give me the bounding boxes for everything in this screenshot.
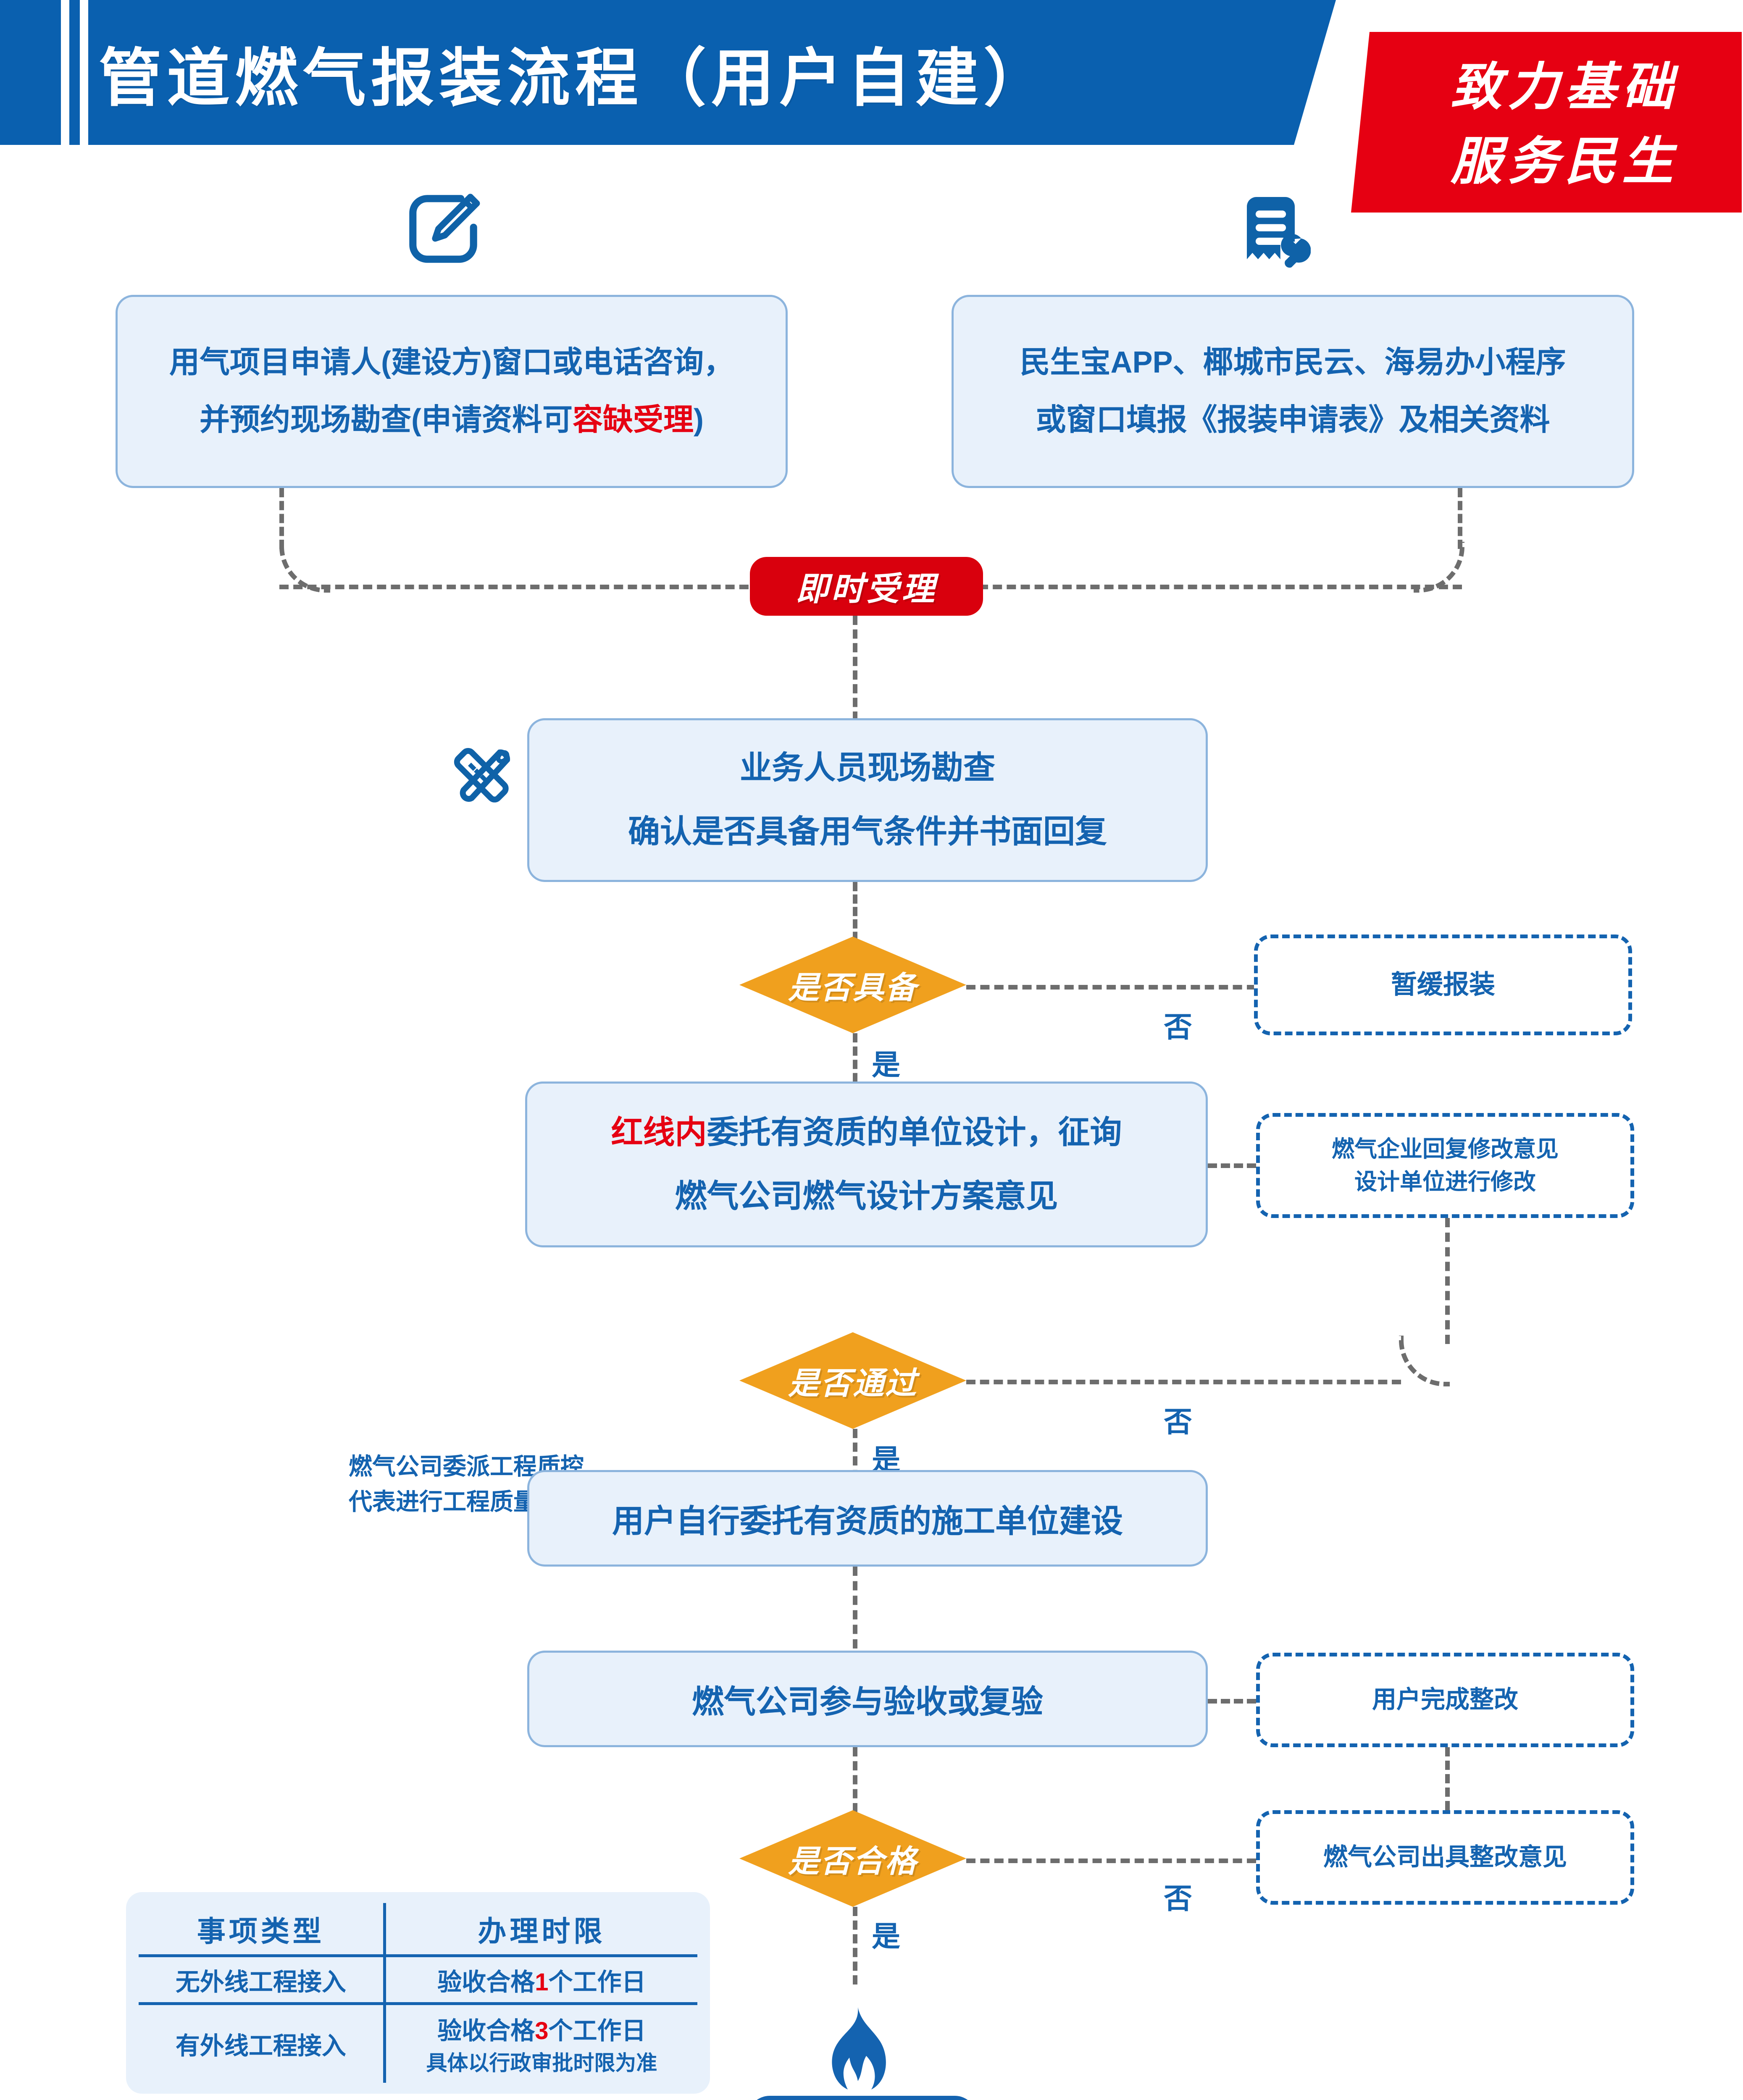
table-header-row: 事项类型 办理时限 [139, 1903, 697, 1958]
header-slogan: 致力基础 服务民生 [1399, 46, 1731, 202]
survey-line-1: 业务人员现场勘查 [740, 750, 995, 786]
slogan-line-1: 致力基础 [1451, 56, 1679, 117]
label-d2-no: 否 [1164, 1406, 1193, 1438]
limit-2-a: 验收合格 [437, 2017, 535, 2045]
status-badge-instant-accept: 即时受理 [750, 557, 983, 616]
connector-inspect-to-d3 [853, 1747, 857, 1812]
design-line-1-rest: 委托有资质的单位设计，征询 [707, 1114, 1122, 1150]
limit-1-a: 验收合格 [437, 1968, 535, 1996]
connector-inspect-to-userfix [1208, 1699, 1256, 1704]
label-d3-yes: 是 [872, 1921, 901, 1953]
table-cell-type-2: 有外线工程接入 [139, 2002, 386, 2083]
user-fix-box: 用户完成整改 [1256, 1653, 1634, 1747]
design-box: 红线内委托有资质的单位设计，征询 燃气公司燃气设计方案意见 [525, 1082, 1208, 1247]
limit-2-sub: 具体以行政审批时限为准 [426, 2051, 657, 2075]
table-cell-limit-1: 验收合格1个工作日 [384, 1956, 697, 2003]
connector-right-across [979, 585, 1462, 589]
connector-d2-yes [853, 1429, 857, 1507]
apply-right-box: 民生宝APP、椰城市民云、海易办小程序 或窗口填报《报装申请表》及相关资料 [952, 295, 1634, 488]
header-red-flag [1351, 32, 1742, 213]
connector-revise-to-d2 [966, 1380, 1401, 1384]
connector-left-down [279, 488, 284, 549]
connector-revise-down [1445, 1218, 1450, 1344]
connector-survey-to-d1 [853, 882, 857, 953]
final-badge-connect-gas: 接驳通气 [748, 2096, 977, 2100]
table-row: 无外线工程接入 验收合格1个工作日 [139, 1956, 697, 2004]
apply-left-highlight: 容缺受理 [573, 403, 694, 437]
limit-2-b: 个工作日 [548, 2017, 646, 2045]
table-row: 有外线工程接入 验收合格3个工作日 具体以行政审批时限为准 [139, 2002, 697, 2083]
connector-d1-yes [853, 1033, 857, 1109]
table-cell-limit-2: 验收合格3个工作日 具体以行政审批时限为准 [384, 2002, 697, 2083]
edit-pencil-square-icon [403, 189, 483, 269]
design-line-2: 燃气公司燃气设计方案意见 [675, 1178, 1058, 1214]
header-stripe-1 [61, 0, 69, 145]
decision-pass: 是否通过 [739, 1332, 966, 1429]
connector-accept-to-survey [853, 616, 857, 721]
apply-left-l2a: 并预约现场勘查( [200, 403, 421, 437]
table-header-type: 事项类型 [139, 1903, 386, 1958]
apply-left-l2d: ) [694, 403, 704, 437]
apply-left-line-1: 用气项目申请人(建设方)窗口或电话咨询， [169, 346, 734, 380]
construct-note-line-2: 代表进行工程质量监督 [349, 1488, 584, 1515]
connector-left-across [279, 585, 762, 589]
header-stripe-2 [80, 0, 88, 145]
connector-construct-to-inspect [853, 1567, 857, 1648]
form-wrench-icon [1231, 189, 1311, 269]
decision-qualify: 是否具备 [739, 937, 966, 1033]
process-time-table: 事项类型 办理时限 无外线工程接入 验收合格1个工作日 有外线工程接入 验收合格… [126, 1892, 710, 2094]
connector-right-down [1458, 488, 1462, 549]
design-highlight: 红线内 [611, 1114, 707, 1150]
ruler-pencil-icon [445, 739, 519, 813]
postpone-box: 暂缓报装 [1254, 934, 1632, 1035]
construct-box: 用户自行委托有资质的施工单位建设 [527, 1470, 1208, 1567]
label-d1-yes: 是 [872, 1049, 901, 1081]
apply-left-line-2: 并预约现场勘查(申请资料可容缺受理) [200, 391, 704, 449]
connector-userfix-to-opinion [1445, 1747, 1450, 1810]
table-header-limit: 办理时限 [384, 1903, 697, 1958]
label-d1-no: 否 [1164, 1011, 1193, 1043]
apply-right-line-2: 或窗口填报《报装申请表》及相关资料 [1036, 403, 1550, 437]
revise-line-2: 设计单位进行修改 [1354, 1169, 1536, 1194]
label-d3-no: 否 [1164, 1883, 1193, 1915]
inspect-box: 燃气公司参与验收或复验 [527, 1651, 1208, 1747]
connector-d1-no [966, 985, 1256, 990]
connector-design-to-revise [1208, 1163, 1256, 1168]
revise-box: 燃气企业回复修改意见 设计单位进行修改 [1256, 1113, 1634, 1218]
revise-line-1: 燃气企业回复修改意见 [1332, 1136, 1559, 1162]
survey-line-2: 确认是否具备用气条件并书面回复 [628, 814, 1107, 850]
gas-opinion-box: 燃气公司出具整改意见 [1256, 1810, 1634, 1905]
construct-note-line-1: 燃气公司委派工程质控 [349, 1453, 584, 1480]
slogan-line-2: 服务民生 [1451, 131, 1679, 191]
connector-d3-no [966, 1858, 1256, 1863]
header-blue-banner [0, 0, 1336, 145]
survey-box: 业务人员现场勘查 确认是否具备用气条件并书面回复 [527, 718, 1208, 882]
connector-d3-yes [853, 1907, 857, 1984]
design-line-1: 红线内委托有资质的单位设计，征询 [611, 1101, 1122, 1165]
apply-left-box: 用气项目申请人(建设方)窗口或电话咨询， 并预约现场勘查(申请资料可容缺受理) [116, 295, 788, 488]
decision-qualified: 是否合格 [739, 1810, 966, 1907]
apply-left-l2b: 申请资料可 [421, 403, 573, 437]
construct-side-note: 燃气公司委派工程质控 代表进行工程质量监督 [181, 1449, 584, 1520]
page-title: 管道燃气报装流程（用户自建） [99, 42, 1052, 115]
limit-1-num: 1 [535, 1968, 549, 1996]
table-cell-type-1: 无外线工程接入 [139, 1956, 386, 2004]
limit-2-num: 3 [535, 2017, 549, 2045]
limit-1-b: 个工作日 [548, 1968, 646, 1996]
apply-right-line-1: 民生宝APP、椰城市民云、海易办小程序 [1020, 346, 1566, 380]
flame-icon [811, 2006, 895, 2094]
connector-revise-elbow [1399, 1336, 1450, 1386]
